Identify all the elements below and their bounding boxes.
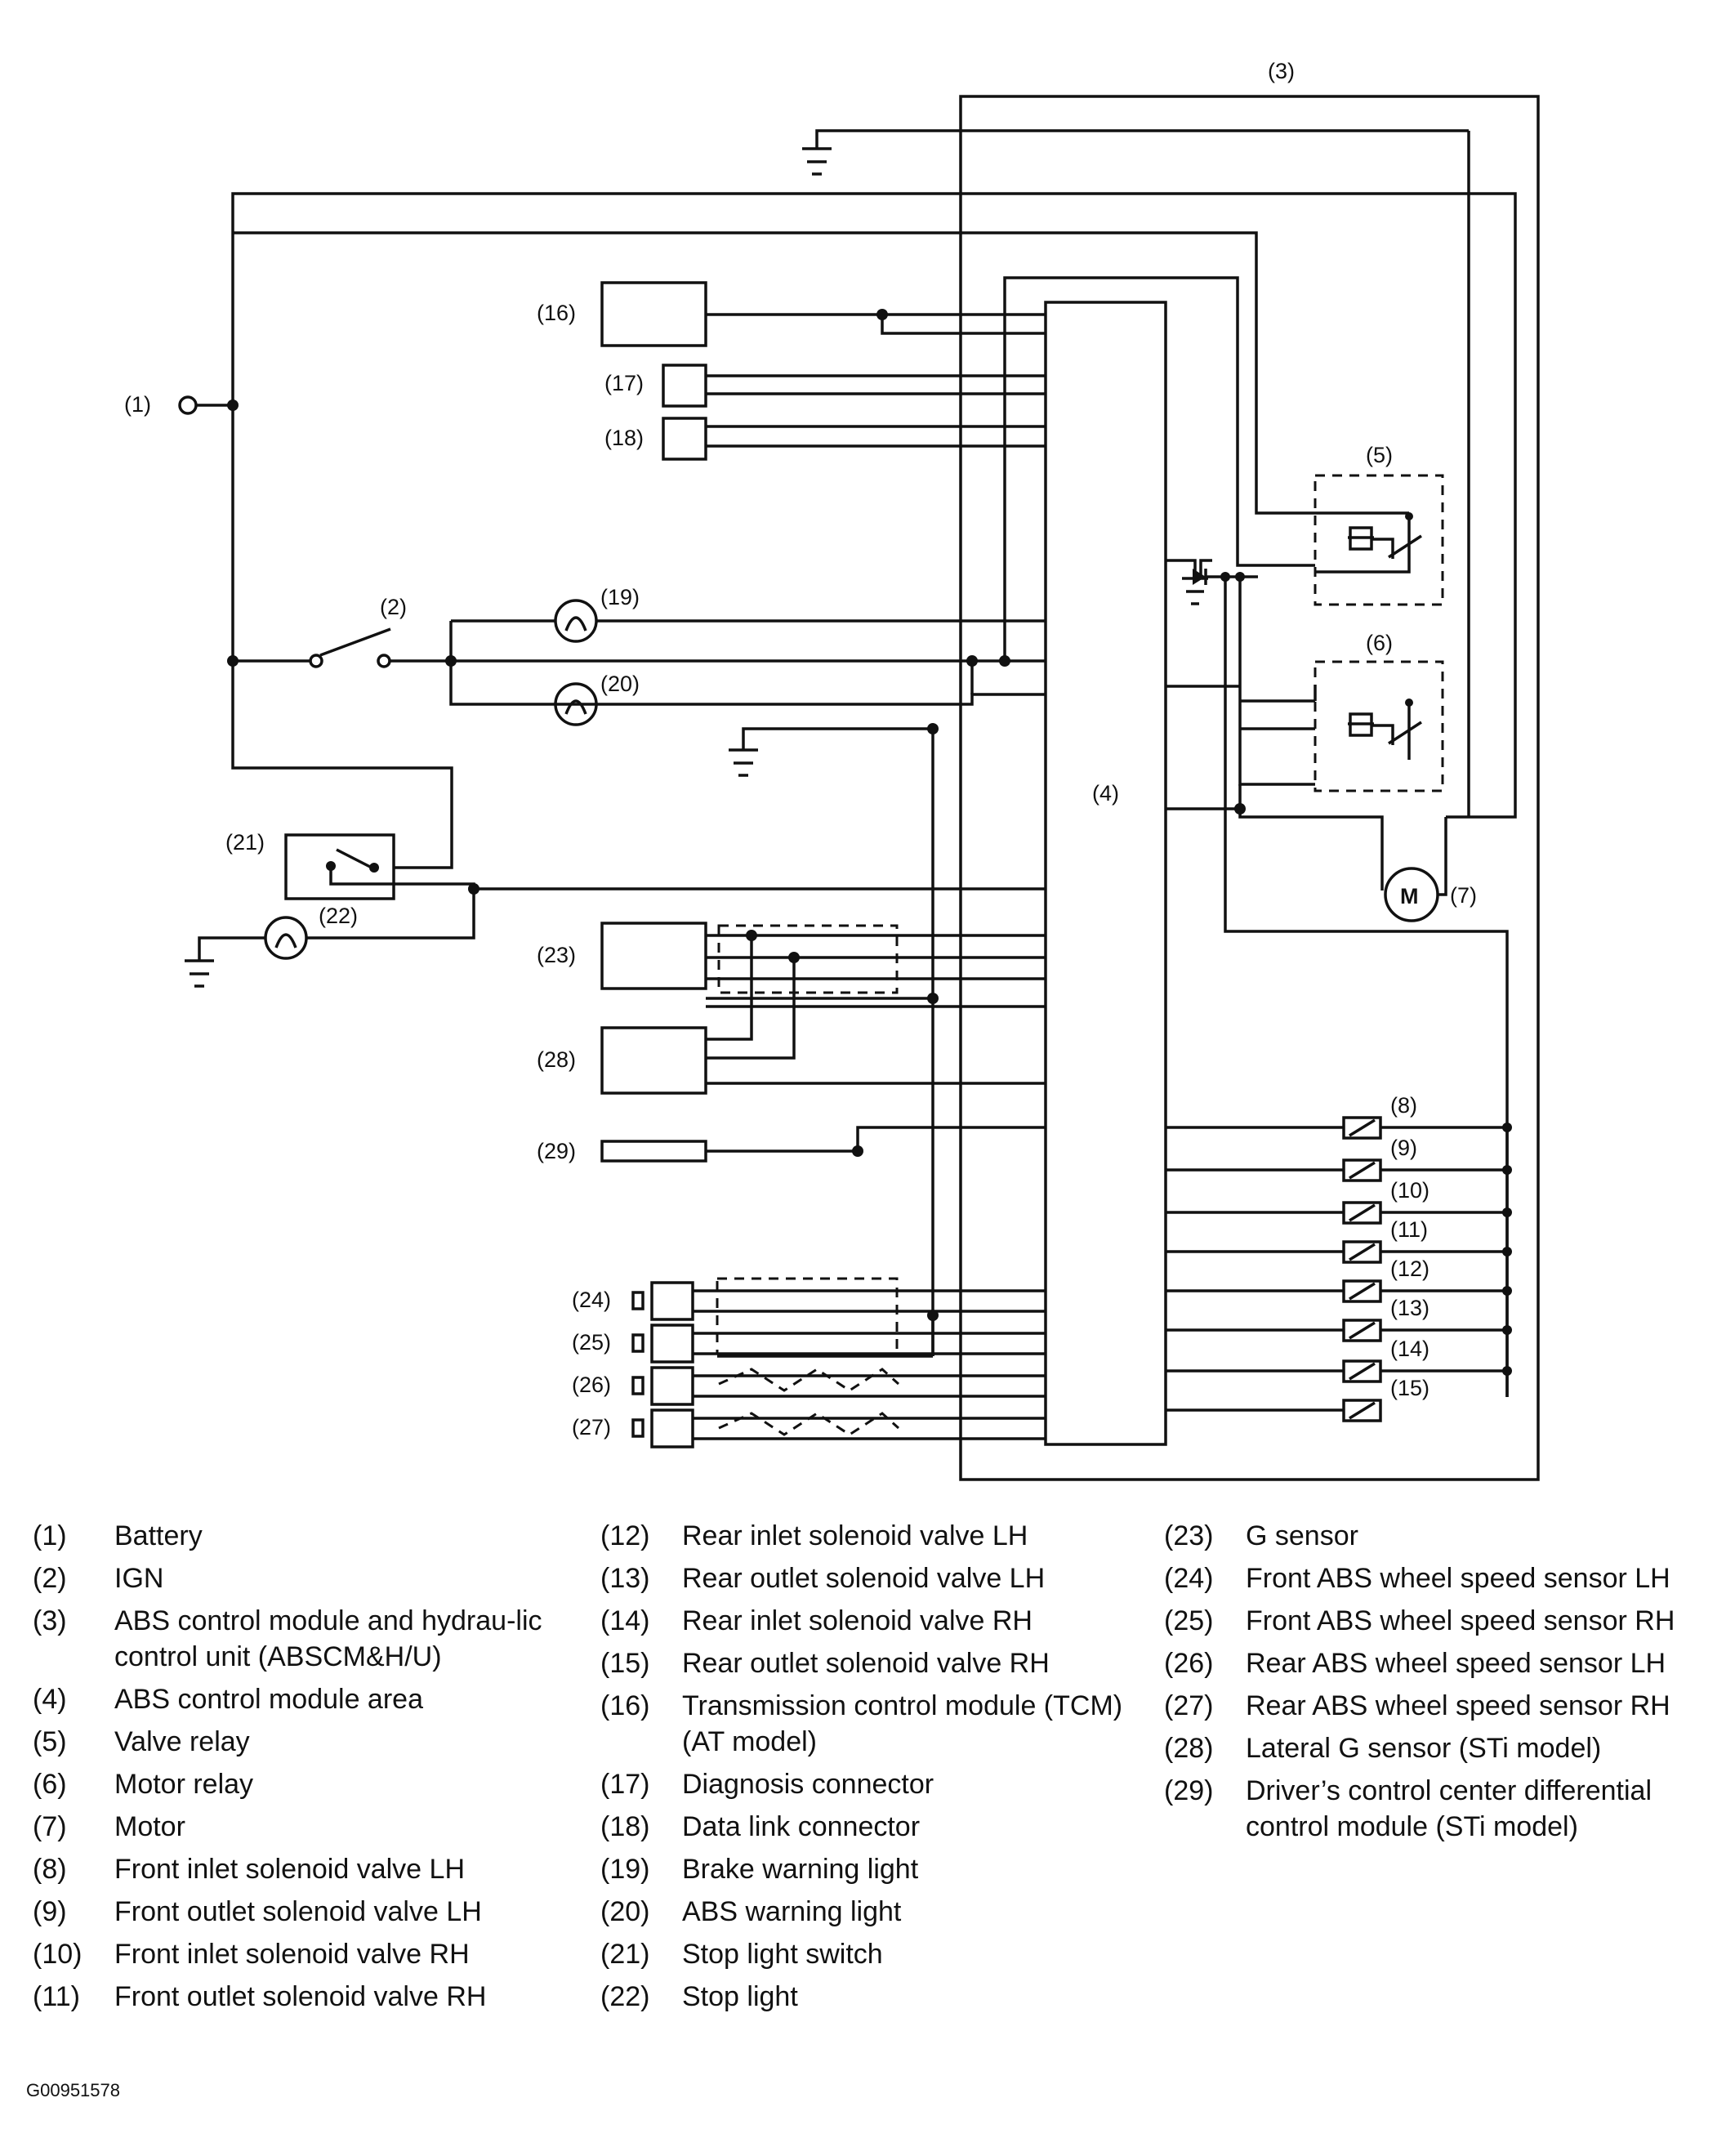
callout-29: (29): [537, 1139, 576, 1163]
motor: M: [1166, 784, 1447, 922]
callout-12: (12): [1390, 1257, 1429, 1281]
legend-item: (14)Rear inlet solenoid valve RH: [600, 1605, 1033, 1636]
legend-item: (9)Front outlet solenoid valve LH: [33, 1896, 482, 1927]
legend-item: (17)Diagnosis connector: [600, 1769, 934, 1800]
callout-7: (7): [1450, 883, 1477, 908]
legend-column-3: (23)G sensor (24)Front ABS wheel speed s…: [1164, 1518, 1703, 1851]
callout-9: (9): [1390, 1136, 1417, 1160]
callout-21: (21): [225, 830, 265, 855]
battery-terminal: [178, 395, 239, 415]
legend-item: (15)Rear outlet solenoid valve RH: [600, 1648, 1050, 1679]
legend-item: (19)Brake warning light: [600, 1854, 919, 1885]
legend-item: (2)IGN: [33, 1563, 164, 1594]
figure-code: G00951578: [26, 2080, 120, 2100]
battery-bus: [231, 192, 1517, 819]
legend-item: (3)ABS control module and hydrau-lic con…: [33, 1605, 542, 1672]
callout-24: (24): [572, 1288, 611, 1312]
callout-10: (10): [1390, 1178, 1429, 1203]
front-abs-wheel-speed-sensor-rh: [631, 1324, 1046, 1364]
ground-top: [802, 129, 1470, 817]
callout-27: (27): [572, 1415, 611, 1440]
legend: (1)Battery (2)IGN (3)ABS control module …: [0, 1518, 1735, 2041]
callout-14: (14): [1390, 1337, 1429, 1361]
legend-item: (22)Stop light: [600, 1981, 798, 2012]
legend-item: (11)Front outlet solenoid valve RH: [33, 1981, 487, 2012]
callout-26: (26): [572, 1373, 611, 1397]
callout-15: (15): [1390, 1376, 1429, 1400]
diagnosis-connector-box: [662, 364, 707, 408]
callout-4: (4): [1092, 781, 1119, 806]
callout-3: (3): [1268, 59, 1295, 83]
data-link-connector-box: [662, 417, 707, 461]
legend-item: (28)Lateral G sensor (STi model): [1164, 1733, 1602, 1764]
callout-20: (20): [600, 672, 640, 696]
callout-13: (13): [1390, 1296, 1429, 1320]
ign-switch: [227, 627, 457, 668]
callout-5: (5): [1366, 443, 1393, 467]
legend-column-2: (12)Rear inlet solenoid valve LH (13)Rea…: [600, 1518, 1123, 2021]
callout-25: (25): [572, 1330, 611, 1355]
legend-item: (21)Stop light switch: [600, 1939, 883, 1970]
svg-text:M: M: [1400, 884, 1419, 908]
legend-item: (25)Front ABS wheel speed sensor RH: [1164, 1605, 1675, 1636]
callout-18: (18): [604, 426, 644, 450]
callout-22: (22): [319, 904, 358, 928]
ground-middle: [729, 723, 939, 1356]
abs-control-module-area: [1044, 301, 1167, 1446]
legend-item: (4)ABS control module area: [33, 1684, 423, 1715]
callout-2: (2): [380, 595, 407, 619]
legend-item: (26)Rear ABS wheel speed sensor LH: [1164, 1648, 1666, 1679]
legend-item: (24)Front ABS wheel speed sensor LH: [1164, 1563, 1670, 1594]
motor-relay: [1166, 660, 1444, 792]
stop-light-switch: [284, 833, 1046, 900]
legend-item: (8)Front inlet solenoid valve LH: [33, 1854, 466, 1885]
g-sensor-shield: [717, 924, 899, 994]
valve-relay: [1314, 474, 1444, 606]
legend-item: (1)Battery: [33, 1520, 203, 1551]
abscm-hu-boundary: [959, 95, 1540, 1481]
lateral-g-sensor-box: [600, 1026, 707, 1095]
callout-11: (11): [1390, 1217, 1428, 1242]
abs-warning-light: [554, 682, 598, 726]
legend-item: (27)Rear ABS wheel speed sensor RH: [1164, 1690, 1670, 1721]
legend-item: (23)G sensor: [1164, 1520, 1358, 1551]
legend-item: (6)Motor relay: [33, 1769, 254, 1800]
legend-item: (12)Rear inlet solenoid valve LH: [600, 1520, 1028, 1551]
dccd-control-module-box: [600, 1140, 707, 1163]
tcm-box: [600, 281, 707, 347]
legend-item: (20)ABS warning light: [600, 1896, 902, 1927]
g-sensor-box: [600, 922, 707, 990]
callout-1: (1): [124, 392, 151, 417]
callout-6: (6): [1366, 631, 1393, 655]
callout-8: (8): [1390, 1093, 1417, 1118]
rear-abs-wheel-speed-sensor-rh: [631, 1408, 1046, 1448]
callout-28: (28): [537, 1047, 576, 1072]
legend-item: (29)Driver’s control center differential…: [1164, 1775, 1652, 1842]
legend-item: (10)Front inlet solenoid valve RH: [33, 1939, 470, 1970]
legend-item: (7)Motor: [33, 1811, 185, 1842]
stop-light: [185, 889, 475, 988]
legend-item: (13)Rear outlet solenoid valve LH: [600, 1563, 1046, 1594]
callout-19: (19): [600, 585, 640, 609]
legend-item: (18)Data link connector: [600, 1811, 921, 1842]
rear-abs-wheel-speed-sensor-lh: [631, 1366, 1046, 1406]
brake-warning-light: [554, 599, 1046, 643]
legend-item: (16)Transmission control module (TCM) (A…: [600, 1690, 1123, 1757]
callout-16: (16): [537, 301, 576, 325]
callout-17: (17): [604, 371, 644, 395]
legend-column-1: (1)Battery (2)IGN (3)ABS control module …: [33, 1518, 555, 2021]
front-abs-wheel-speed-sensor-lh: [631, 1281, 1046, 1321]
legend-item: (5)Valve relay: [33, 1726, 250, 1757]
abs-wiring-diagram: (3) (4) (1) (2) (19): [124, 59, 1540, 1481]
callout-23: (23): [537, 943, 576, 967]
solenoid-valves: [1166, 1116, 1512, 1422]
